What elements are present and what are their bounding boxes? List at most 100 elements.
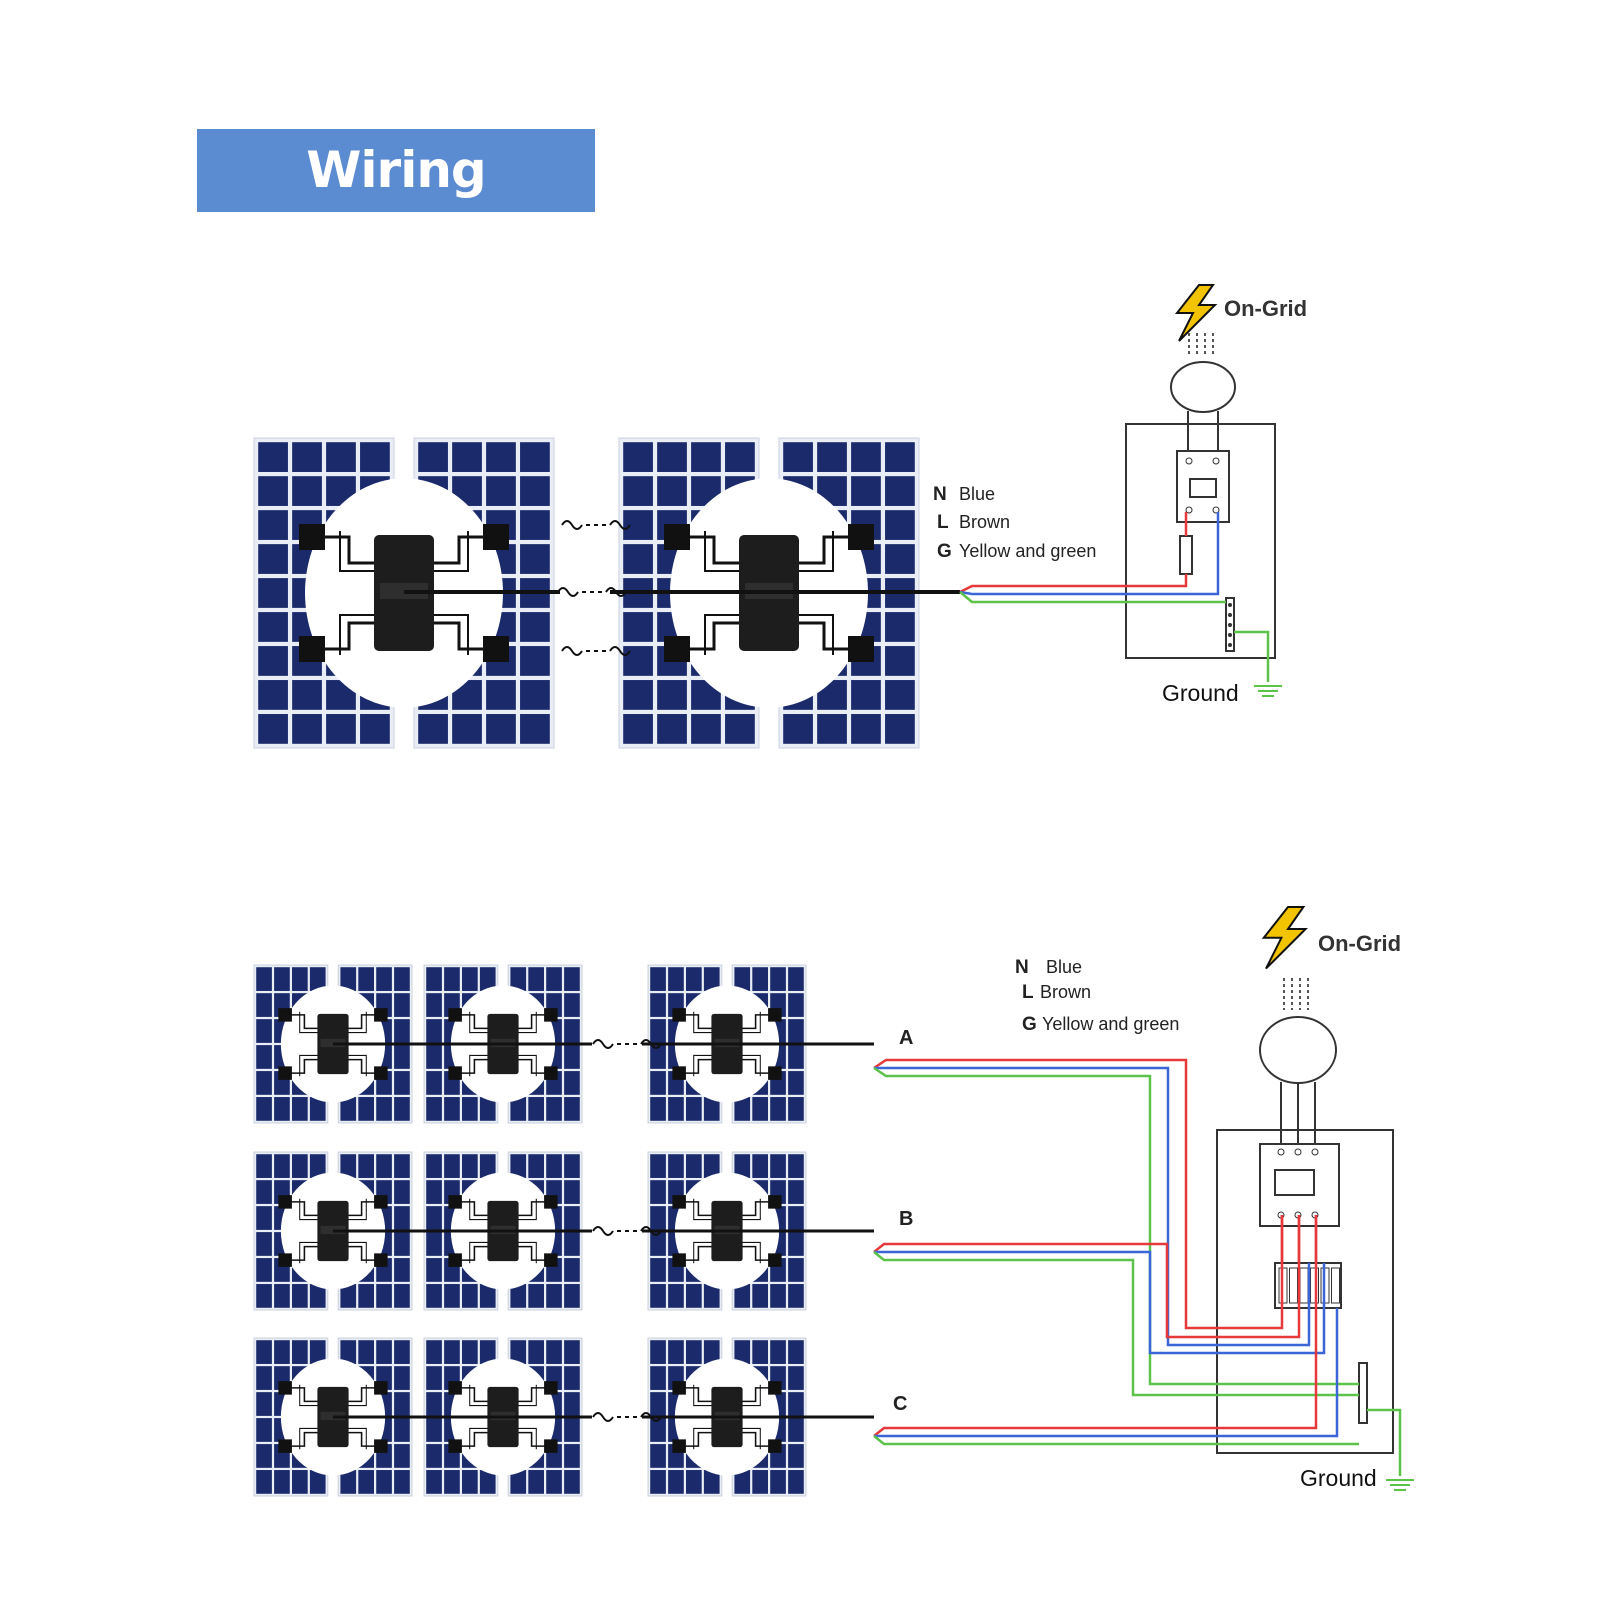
panel-cell: [426, 1258, 442, 1282]
breaker-pole: [1299, 1267, 1309, 1304]
panel-cell: [752, 1154, 768, 1178]
panel-cell: [788, 1258, 804, 1282]
panel-cell: [479, 1470, 496, 1494]
panel-cell: [274, 1284, 290, 1308]
panel-cell: [394, 1366, 410, 1390]
legend-text-n-bottom: Blue: [1046, 957, 1082, 977]
bottom-on-grid-label: On-Grid: [1318, 931, 1401, 956]
panel-cell: [444, 1097, 460, 1121]
panel-cell: [394, 1045, 410, 1069]
panel-cell: [258, 442, 288, 472]
panel-cell: [546, 1097, 562, 1121]
dc-connector: [278, 1253, 292, 1267]
panel-cell: [426, 1366, 442, 1390]
continuation-dots: [561, 520, 583, 530]
panel-cell: [426, 1340, 442, 1364]
panel-cell: [394, 1019, 410, 1043]
dc-lead: [312, 535, 382, 565]
grid-meter-icon: [1259, 1016, 1337, 1084]
panel-cell: [686, 1154, 702, 1178]
dc-lead: [344, 1058, 381, 1074]
panel-cell: [256, 1019, 272, 1043]
dc-connector: [278, 1008, 292, 1022]
panel-cell: [462, 1154, 478, 1178]
panel-cell: [258, 646, 288, 676]
panel-cell: [686, 1470, 702, 1494]
panel-cell: [650, 1258, 666, 1282]
dc-connector: [483, 524, 509, 550]
panel-cell: [752, 1340, 768, 1364]
dc-lead: [514, 1245, 551, 1261]
panel-cell: [817, 714, 847, 744]
dc-connector: [672, 1066, 686, 1080]
panel-cell: [528, 1340, 544, 1364]
panel-cell: [486, 680, 516, 710]
dc-lead: [426, 621, 496, 651]
panel-cell: [256, 1284, 272, 1308]
panel-cell: [564, 1470, 580, 1494]
panel-cell: [256, 1258, 272, 1282]
panel-cell: [770, 1470, 786, 1494]
panel-cell: [770, 967, 786, 991]
panel-cell: [340, 967, 357, 991]
dc-lead: [738, 1245, 775, 1261]
top-ground-label: Ground: [1162, 680, 1239, 706]
panel-cell: [650, 1418, 666, 1442]
dc-connector: [448, 1253, 462, 1267]
lightning-bolt-icon: [1261, 906, 1309, 970]
panel-cell: [426, 1206, 442, 1230]
panel-cell: [734, 1284, 751, 1308]
panel-cell: [817, 442, 847, 472]
dc-lead: [469, 1198, 492, 1221]
dc-connector: [448, 1195, 462, 1209]
dc-lead: [299, 1011, 322, 1034]
panel-cell: [292, 476, 322, 506]
dc-lead: [344, 1431, 381, 1447]
panel-cell: [788, 993, 804, 1017]
dc-connector: [848, 636, 874, 662]
panel-cell: [650, 1180, 666, 1204]
panel-cell: [256, 1470, 272, 1494]
dc-connector: [374, 1066, 388, 1080]
continuation-dots: [557, 587, 579, 597]
dc-connector: [544, 1253, 558, 1267]
panel-cell: [788, 1444, 804, 1468]
ground-busbar: [1225, 597, 1235, 652]
panel-cell: [376, 1340, 392, 1364]
dc-lead: [312, 621, 382, 651]
panel-cell: [788, 967, 804, 991]
dc-connector: [672, 1253, 686, 1267]
panel-cell: [479, 1340, 496, 1364]
panel-cell: [691, 442, 721, 472]
dc-connector: [374, 1381, 388, 1395]
panel-cell: [274, 967, 290, 991]
panel-cell: [256, 1097, 272, 1121]
dc-lead: [344, 1384, 367, 1407]
dc-lead: [299, 1384, 322, 1407]
dc-connector: [278, 1381, 292, 1395]
panel-cell: [309, 1154, 326, 1178]
dc-lead: [693, 1384, 716, 1407]
panel-cell: [686, 1340, 702, 1364]
dc-lead: [426, 531, 469, 572]
panel-cell: [274, 1470, 290, 1494]
terminal: [1311, 1148, 1319, 1156]
panel-cell: [686, 967, 702, 991]
panel-cell: [426, 1284, 442, 1308]
dc-connector: [672, 1195, 686, 1209]
dc-lead: [679, 1014, 716, 1030]
panel-cell: [788, 1366, 804, 1390]
panel-cell: [292, 1284, 308, 1308]
ground-busbar: [1358, 1362, 1368, 1424]
panel-cell: [426, 1154, 442, 1178]
panel-cell: [528, 1470, 544, 1494]
legend-text-l: Brown: [959, 512, 1010, 532]
panel-cell: [546, 1154, 562, 1178]
panel-cell: [394, 1154, 410, 1178]
switch-window: [1274, 1169, 1315, 1196]
panel-cell: [256, 1071, 272, 1095]
panel-cell: [734, 1154, 751, 1178]
panel-cell: [650, 1045, 666, 1069]
panel-cell: [650, 1206, 666, 1230]
panel-cell: [479, 1154, 496, 1178]
